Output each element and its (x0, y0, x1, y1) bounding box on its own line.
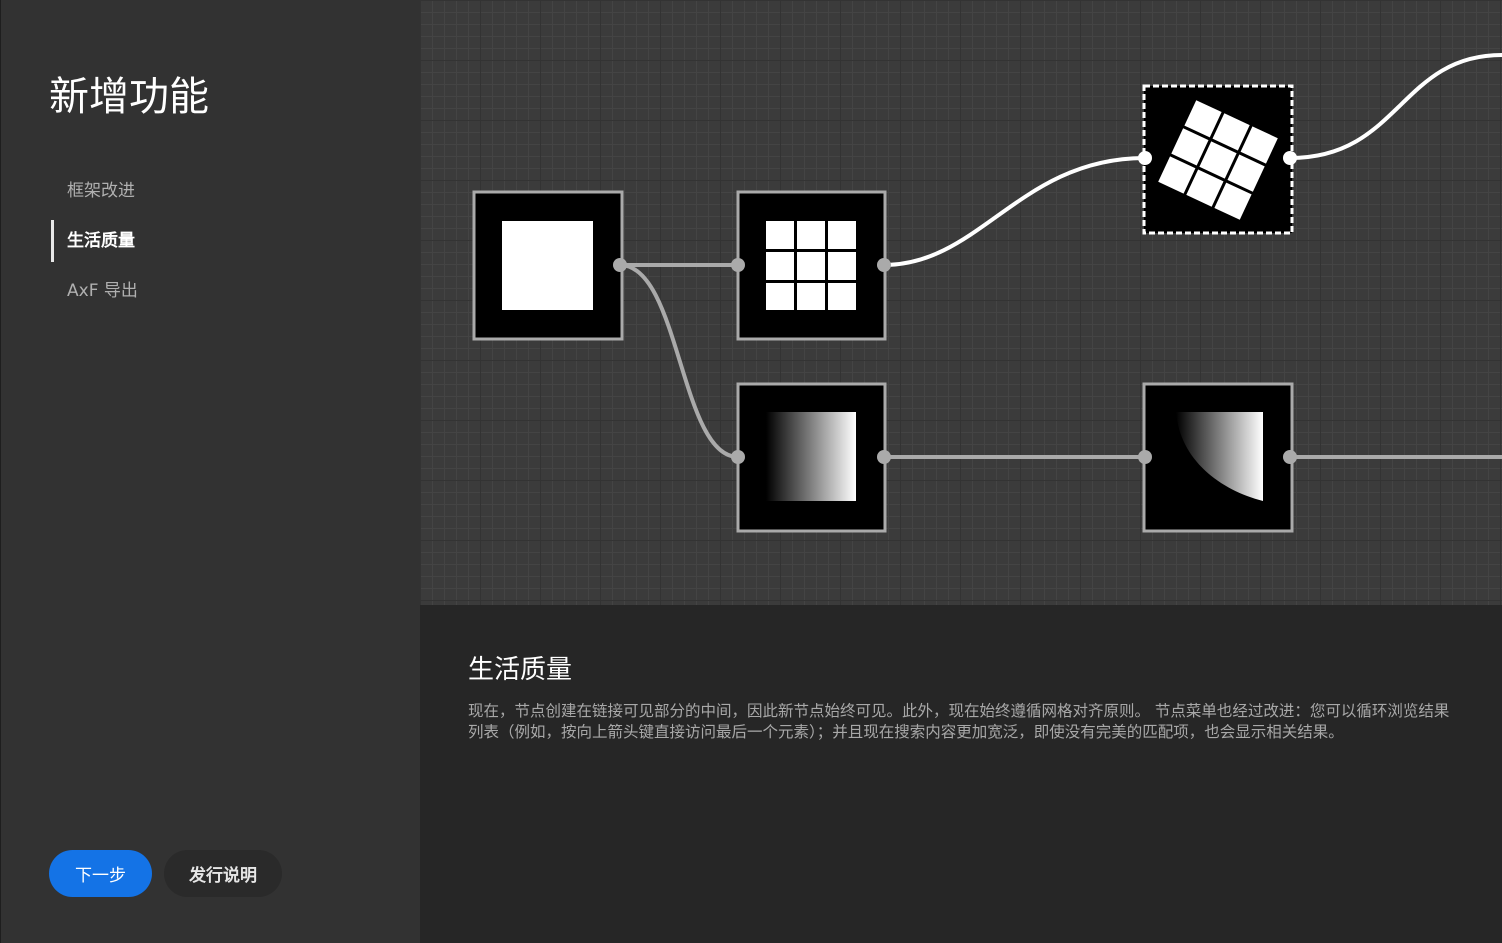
sidebar-item-framework[interactable]: 框架改进 (67, 181, 135, 201)
sidebar-item-axf-export[interactable]: AxF 导出 (67, 281, 138, 301)
node-transform-selected (1142, 84, 1294, 235)
link-edge (883, 156, 1146, 267)
sidebar-item-quality-of-life[interactable]: 生活质量 (51, 220, 138, 262)
ports (613, 258, 1297, 464)
next-button[interactable]: 下一步 (49, 850, 152, 897)
node-gradient (736, 382, 887, 533)
release-notes-button[interactable]: 发行说明 (164, 850, 282, 897)
node-tile (736, 190, 887, 341)
feature-heading: 生活质量 (468, 655, 573, 685)
link-edge (1289, 53, 1502, 160)
sidebar: 新增功能 框架改进 生活质量 AxF 导出 下一步 发行说明 (0, 0, 420, 943)
node-graph-illustration (420, 0, 1502, 605)
page-title: 新增功能 (49, 74, 209, 120)
feature-description: 生活质量 现在，节点创建在链接可见部分的中间，因此新节点始终可见。此外，现在始终… (420, 605, 1502, 943)
sidebar-nav: 框架改进 生活质量 AxF 导出 (51, 170, 138, 320)
link-edge (619, 263, 739, 459)
feature-body: 现在，节点创建在链接可见部分的中间，因此新节点始终可见。此外，现在始终遵循网格对… (468, 702, 1450, 741)
node-graph (472, 53, 1502, 533)
node-warp (1142, 382, 1294, 533)
node-uniform-color (472, 190, 624, 341)
